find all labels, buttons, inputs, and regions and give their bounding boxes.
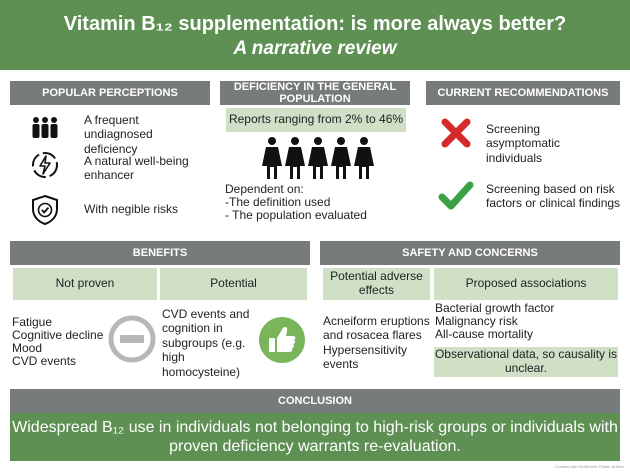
benefits-potential-label: Potential (160, 268, 307, 300)
population-figures-icon (262, 136, 374, 180)
thumbs-up-icon (258, 316, 306, 364)
recommendation-risk-based: Screening based on risk factors or clini… (486, 182, 621, 211)
deficiency-heading: DEFICIENCY IN THE GENERAL POPULATION (220, 81, 410, 105)
safety-adverse-label: Potential adverse effects (323, 268, 430, 300)
safety-adverse-text: Acneiform eruptions and rosacea flares H… (323, 314, 430, 372)
benefit-not-proven-cognitive: Cognitive decline (12, 328, 104, 342)
red-x-icon (440, 117, 472, 149)
safety-heading: SAFETY AND CONCERNS (320, 241, 620, 265)
association-mortality: All-cause mortality (435, 327, 534, 341)
perception-risks: With negible risks (84, 202, 179, 216)
page-subtitle: A narrative review (233, 38, 397, 59)
conclusion-text: Widespread B₁₂ use in individuals not be… (10, 413, 620, 461)
footer-credit: Created with BioRender Poster Builder (555, 464, 624, 469)
safety-associations-label: Proposed associations (434, 268, 618, 300)
perception-enhancer: A natural well-being enhancer (84, 154, 189, 183)
deficiency-dependent-label: Dependent on: (225, 182, 304, 196)
shield-check-icon (30, 194, 60, 226)
page-title: Vitamin B₁₂ supplementation: is more alw… (63, 13, 567, 35)
recommendations-heading: CURRENT RECOMMENDATIONS (426, 81, 620, 105)
benefit-not-proven-fatigue: Fatigue (12, 315, 53, 329)
conclusion-heading: CONCLUSION (10, 389, 620, 413)
popular-perceptions-heading: POPULAR PERCEPTIONS (10, 81, 210, 105)
energy-bolt-icon (30, 150, 60, 180)
association-malignancy: Malignancy risk (435, 314, 518, 328)
association-bacterial: Bacterial growth factor (435, 301, 555, 315)
perception-deficiency: A frequent undiagnosed deficiency (84, 113, 153, 156)
benefit-not-proven-mood: Mood (12, 341, 43, 355)
header-banner: Vitamin B₁₂ supplementation: is more alw… (0, 0, 630, 70)
people-group-icon (30, 116, 60, 140)
deficiency-dependent-population: - The population evaluated (225, 208, 367, 222)
benefits-not-proven-label: Not proven (13, 268, 157, 300)
deficiency-range: Reports ranging from 2% to 46% (226, 108, 406, 132)
recommendation-asymptomatic: Screening asymptomatic individuals (486, 122, 561, 165)
benefit-not-proven-cvd: CVD events (12, 354, 77, 368)
green-check-icon (438, 180, 474, 212)
safety-observational-note: Observational data, so causality is uncl… (434, 347, 618, 377)
no-effect-icon (108, 315, 156, 363)
benefits-heading: BENEFITS (10, 241, 310, 265)
benefit-potential-text: CVD events and cognition in subgroups (e… (162, 307, 250, 379)
deficiency-dependent-definition: -The definition used (225, 195, 331, 209)
